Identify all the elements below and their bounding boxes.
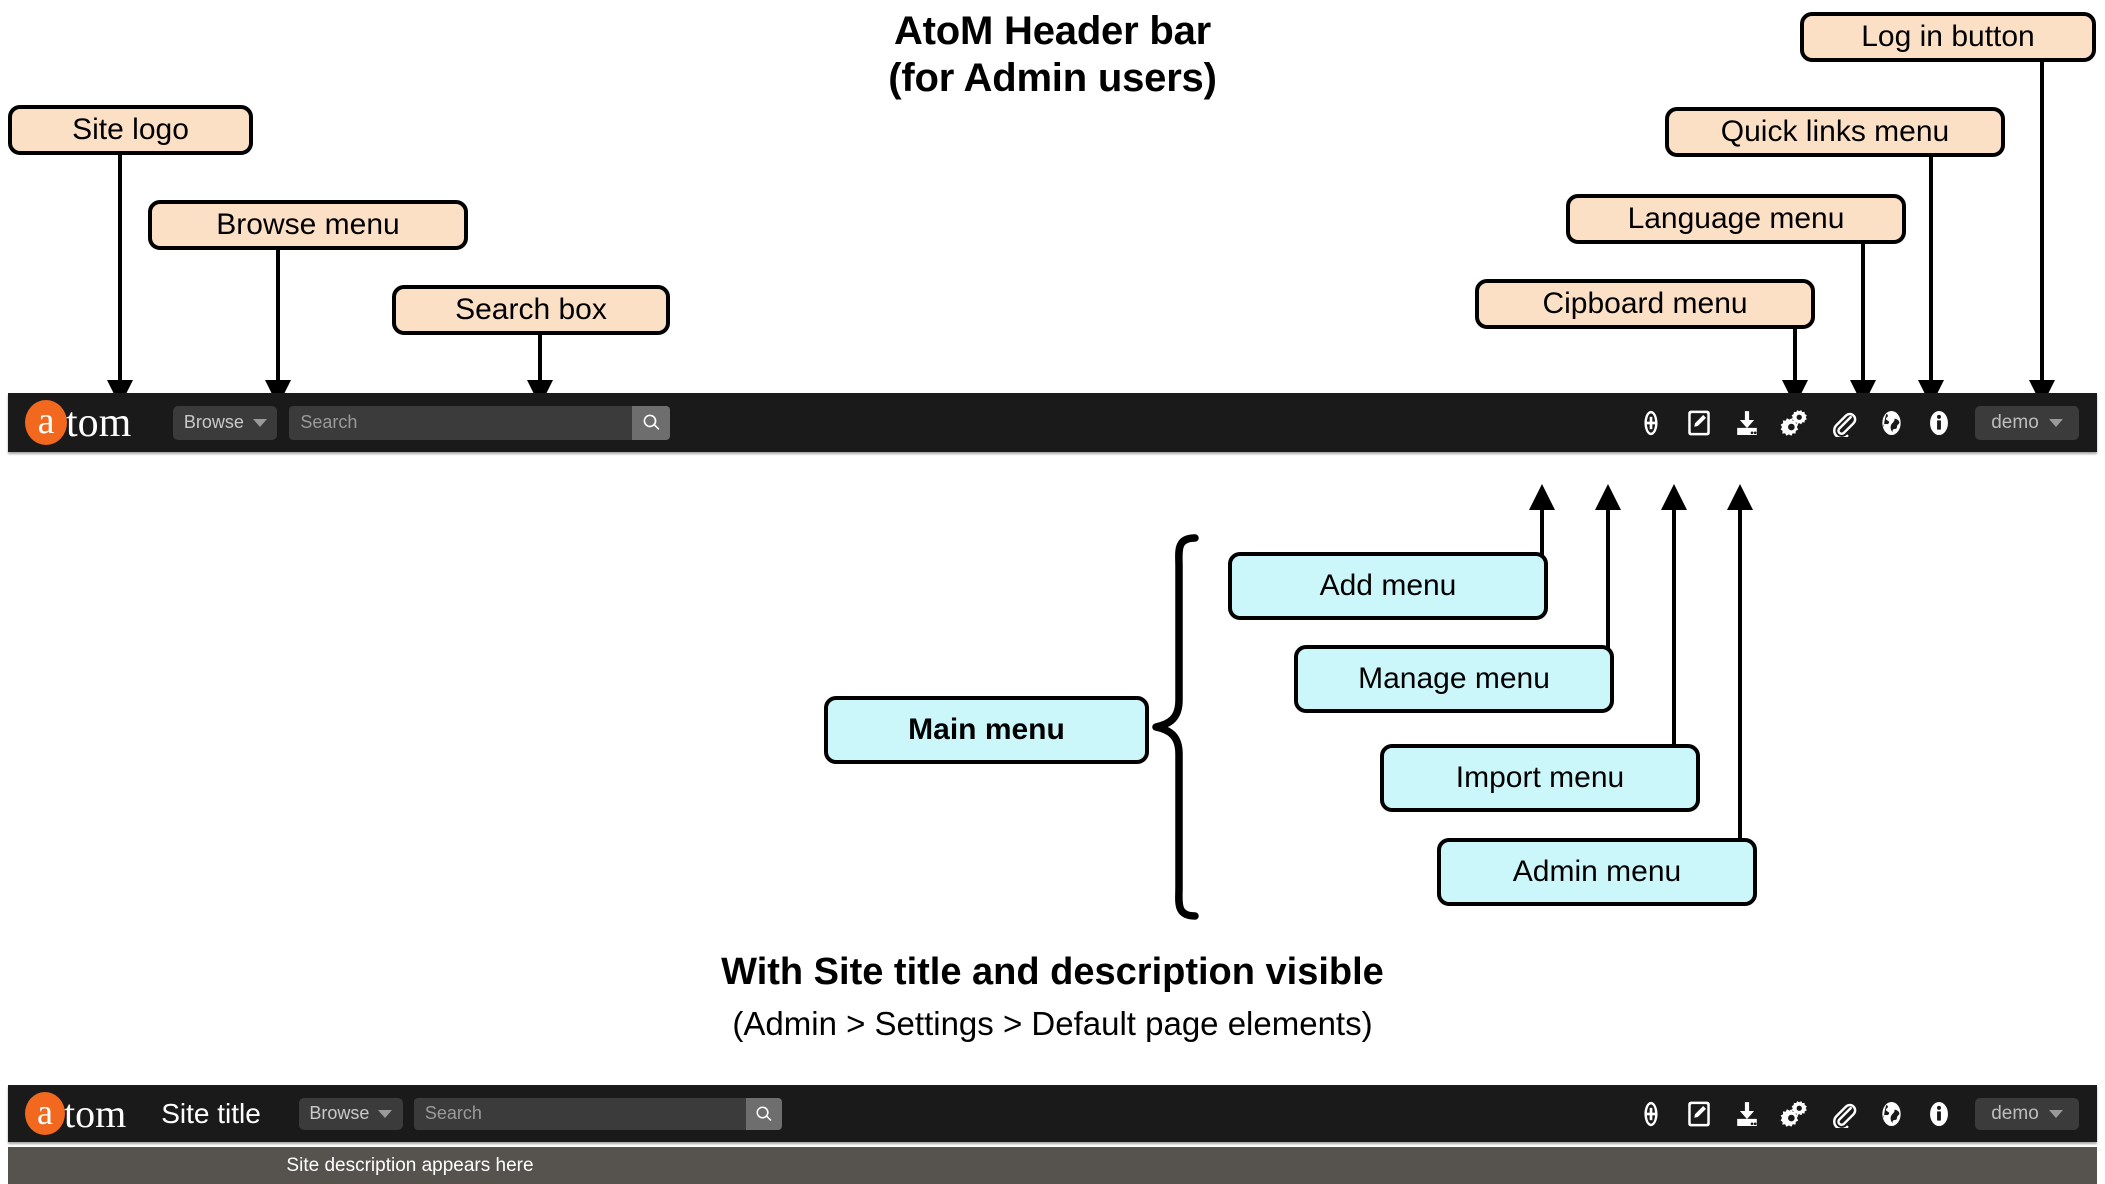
leader-arrow-manage-menu — [1595, 484, 1621, 510]
user-menu-button[interactable]: demo — [1975, 1097, 2079, 1130]
search-input[interactable]: Search — [300, 412, 358, 432]
callout-clipboard-menu: Cipboard menu — [1475, 279, 1815, 329]
add-icon[interactable] — [1627, 1092, 1675, 1136]
main-menu-icon-group: demo — [1627, 401, 2097, 445]
callout-search-box: Search box — [392, 285, 670, 335]
site-title[interactable]: Site title — [161, 1097, 261, 1129]
callout-browse-menu-label: Browse menu — [216, 208, 400, 241]
search-submit-button[interactable] — [632, 405, 671, 440]
section-heading-text: With Site title and description visible — [721, 951, 1384, 993]
site-logo[interactable]: a tom — [25, 1092, 126, 1135]
callout-add-menu: Add menu — [1228, 552, 1548, 620]
site-logo-mark: a — [25, 400, 67, 445]
leader-line-clipboard-menu — [1793, 329, 1797, 385]
leader-line-admin-menu — [1738, 508, 1742, 858]
search-input[interactable]: Search — [424, 1103, 482, 1123]
callout-import-menu: Import menu — [1380, 744, 1700, 812]
user-menu-label: demo — [1991, 411, 2039, 433]
leader-arrow-import-menu — [1661, 484, 1687, 510]
page-title-line-1: AtoM Header bar — [893, 9, 1212, 53]
language-globe-icon[interactable] — [1867, 1092, 1915, 1136]
callout-manage-menu: Manage menu — [1294, 645, 1614, 713]
site-logo-mark: a — [25, 1092, 65, 1135]
chevron-down-icon — [378, 1109, 393, 1118]
quicklinks-info-icon[interactable] — [1915, 401, 1963, 445]
site-logo-wordmark: tom — [64, 1090, 127, 1136]
chevron-down-icon — [2048, 418, 2063, 427]
callout-site-logo-label: Site logo — [72, 113, 189, 146]
add-icon[interactable] — [1627, 401, 1675, 445]
clipboard-paperclip-icon[interactable] — [1819, 401, 1867, 445]
callout-admin-menu-label: Admin menu — [1512, 855, 1682, 888]
grouping-brace — [1146, 532, 1208, 922]
leader-line-search-box — [538, 335, 542, 385]
search-box[interactable]: Search — [289, 405, 671, 440]
section-subheading: (Admin > Settings > Default page element… — [0, 1005, 2105, 1043]
callout-browse-menu: Browse menu — [148, 200, 468, 250]
leader-arrow-add-menu — [1529, 484, 1555, 510]
main-menu-icon-group: demo — [1627, 1092, 2097, 1136]
callout-site-logo: Site logo — [8, 105, 253, 155]
user-menu-label: demo — [1991, 1102, 2039, 1124]
manage-edit-icon[interactable] — [1675, 1092, 1723, 1136]
admin-gears-icon[interactable] — [1771, 401, 1819, 445]
search-icon — [642, 413, 661, 432]
import-download-icon[interactable] — [1723, 1092, 1771, 1136]
site-logo-wordmark: tom — [66, 399, 132, 446]
callout-language-menu-label: Language menu — [1627, 202, 1845, 235]
leader-line-import-menu — [1672, 508, 1676, 766]
browse-menu-button[interactable]: Browse — [173, 405, 278, 440]
admin-gears-icon[interactable] — [1771, 1092, 1819, 1136]
callout-quick-links-menu-label: Quick links menu — [1720, 115, 1950, 148]
site-description-text: Site description appears here — [286, 1154, 534, 1176]
callout-import-menu-label: Import menu — [1455, 761, 1625, 794]
atom-header-bar-with-site-title: a tom Site title Browse Search — [8, 1085, 2097, 1142]
header-bar2-left-group: a tom Site title Browse Search — [8, 1092, 782, 1135]
user-menu-button[interactable]: demo — [1975, 405, 2079, 440]
callout-quick-links-menu: Quick links menu — [1665, 107, 2005, 157]
browse-menu-button[interactable]: Browse — [298, 1097, 403, 1130]
browse-menu-label: Browse — [183, 412, 244, 432]
leader-line-site-logo — [118, 155, 122, 385]
leader-line-manage-menu — [1606, 508, 1610, 669]
chevron-down-icon — [252, 418, 267, 427]
leader-line-quick-links-menu — [1929, 157, 1933, 385]
atom-header-bar: a tom Browse Search — [8, 393, 2097, 452]
callout-main-menu: Main menu — [824, 696, 1149, 764]
callout-log-in-button-label: Log in button — [1861, 20, 2035, 53]
callout-search-box-label: Search box — [455, 293, 607, 326]
section-heading: With Site title and description visible — [0, 950, 2105, 995]
leader-line-log-in-button — [2040, 62, 2044, 385]
clipboard-paperclip-icon[interactable] — [1819, 1092, 1867, 1136]
callout-add-menu-label: Add menu — [1319, 569, 1457, 602]
site-logo[interactable]: a tom — [25, 400, 131, 445]
page-title: AtoM Header bar (for Admin users) — [0, 8, 2105, 102]
site-description-bar: Site description appears here — [8, 1147, 2097, 1184]
leader-line-language-menu — [1861, 244, 1865, 385]
leader-line-add-menu — [1540, 508, 1544, 573]
quicklinks-info-icon[interactable] — [1915, 1092, 1963, 1136]
callout-log-in-button: Log in button — [1800, 12, 2096, 62]
callout-clipboard-menu-label: Cipboard menu — [1542, 287, 1748, 320]
callout-admin-menu: Admin menu — [1437, 838, 1757, 906]
browse-menu-label: Browse — [309, 1103, 370, 1123]
callout-main-menu-label: Main menu — [908, 713, 1065, 746]
search-submit-button[interactable] — [745, 1097, 782, 1130]
callout-language-menu: Language menu — [1566, 194, 1906, 244]
language-globe-icon[interactable] — [1867, 401, 1915, 445]
callout-manage-menu-label: Manage menu — [1358, 662, 1550, 695]
leader-line-browse-menu — [276, 250, 280, 385]
import-download-icon[interactable] — [1723, 401, 1771, 445]
leader-arrow-admin-menu — [1727, 484, 1753, 510]
manage-edit-icon[interactable] — [1675, 401, 1723, 445]
section-subheading-text: (Admin > Settings > Default page element… — [732, 1005, 1373, 1042]
header-bar-left-group: a tom Browse Search — [8, 400, 671, 445]
search-icon — [755, 1105, 773, 1123]
search-box[interactable]: Search — [413, 1097, 782, 1130]
chevron-down-icon — [2048, 1109, 2063, 1118]
page-title-line-2: (for Admin users) — [888, 56, 1217, 101]
